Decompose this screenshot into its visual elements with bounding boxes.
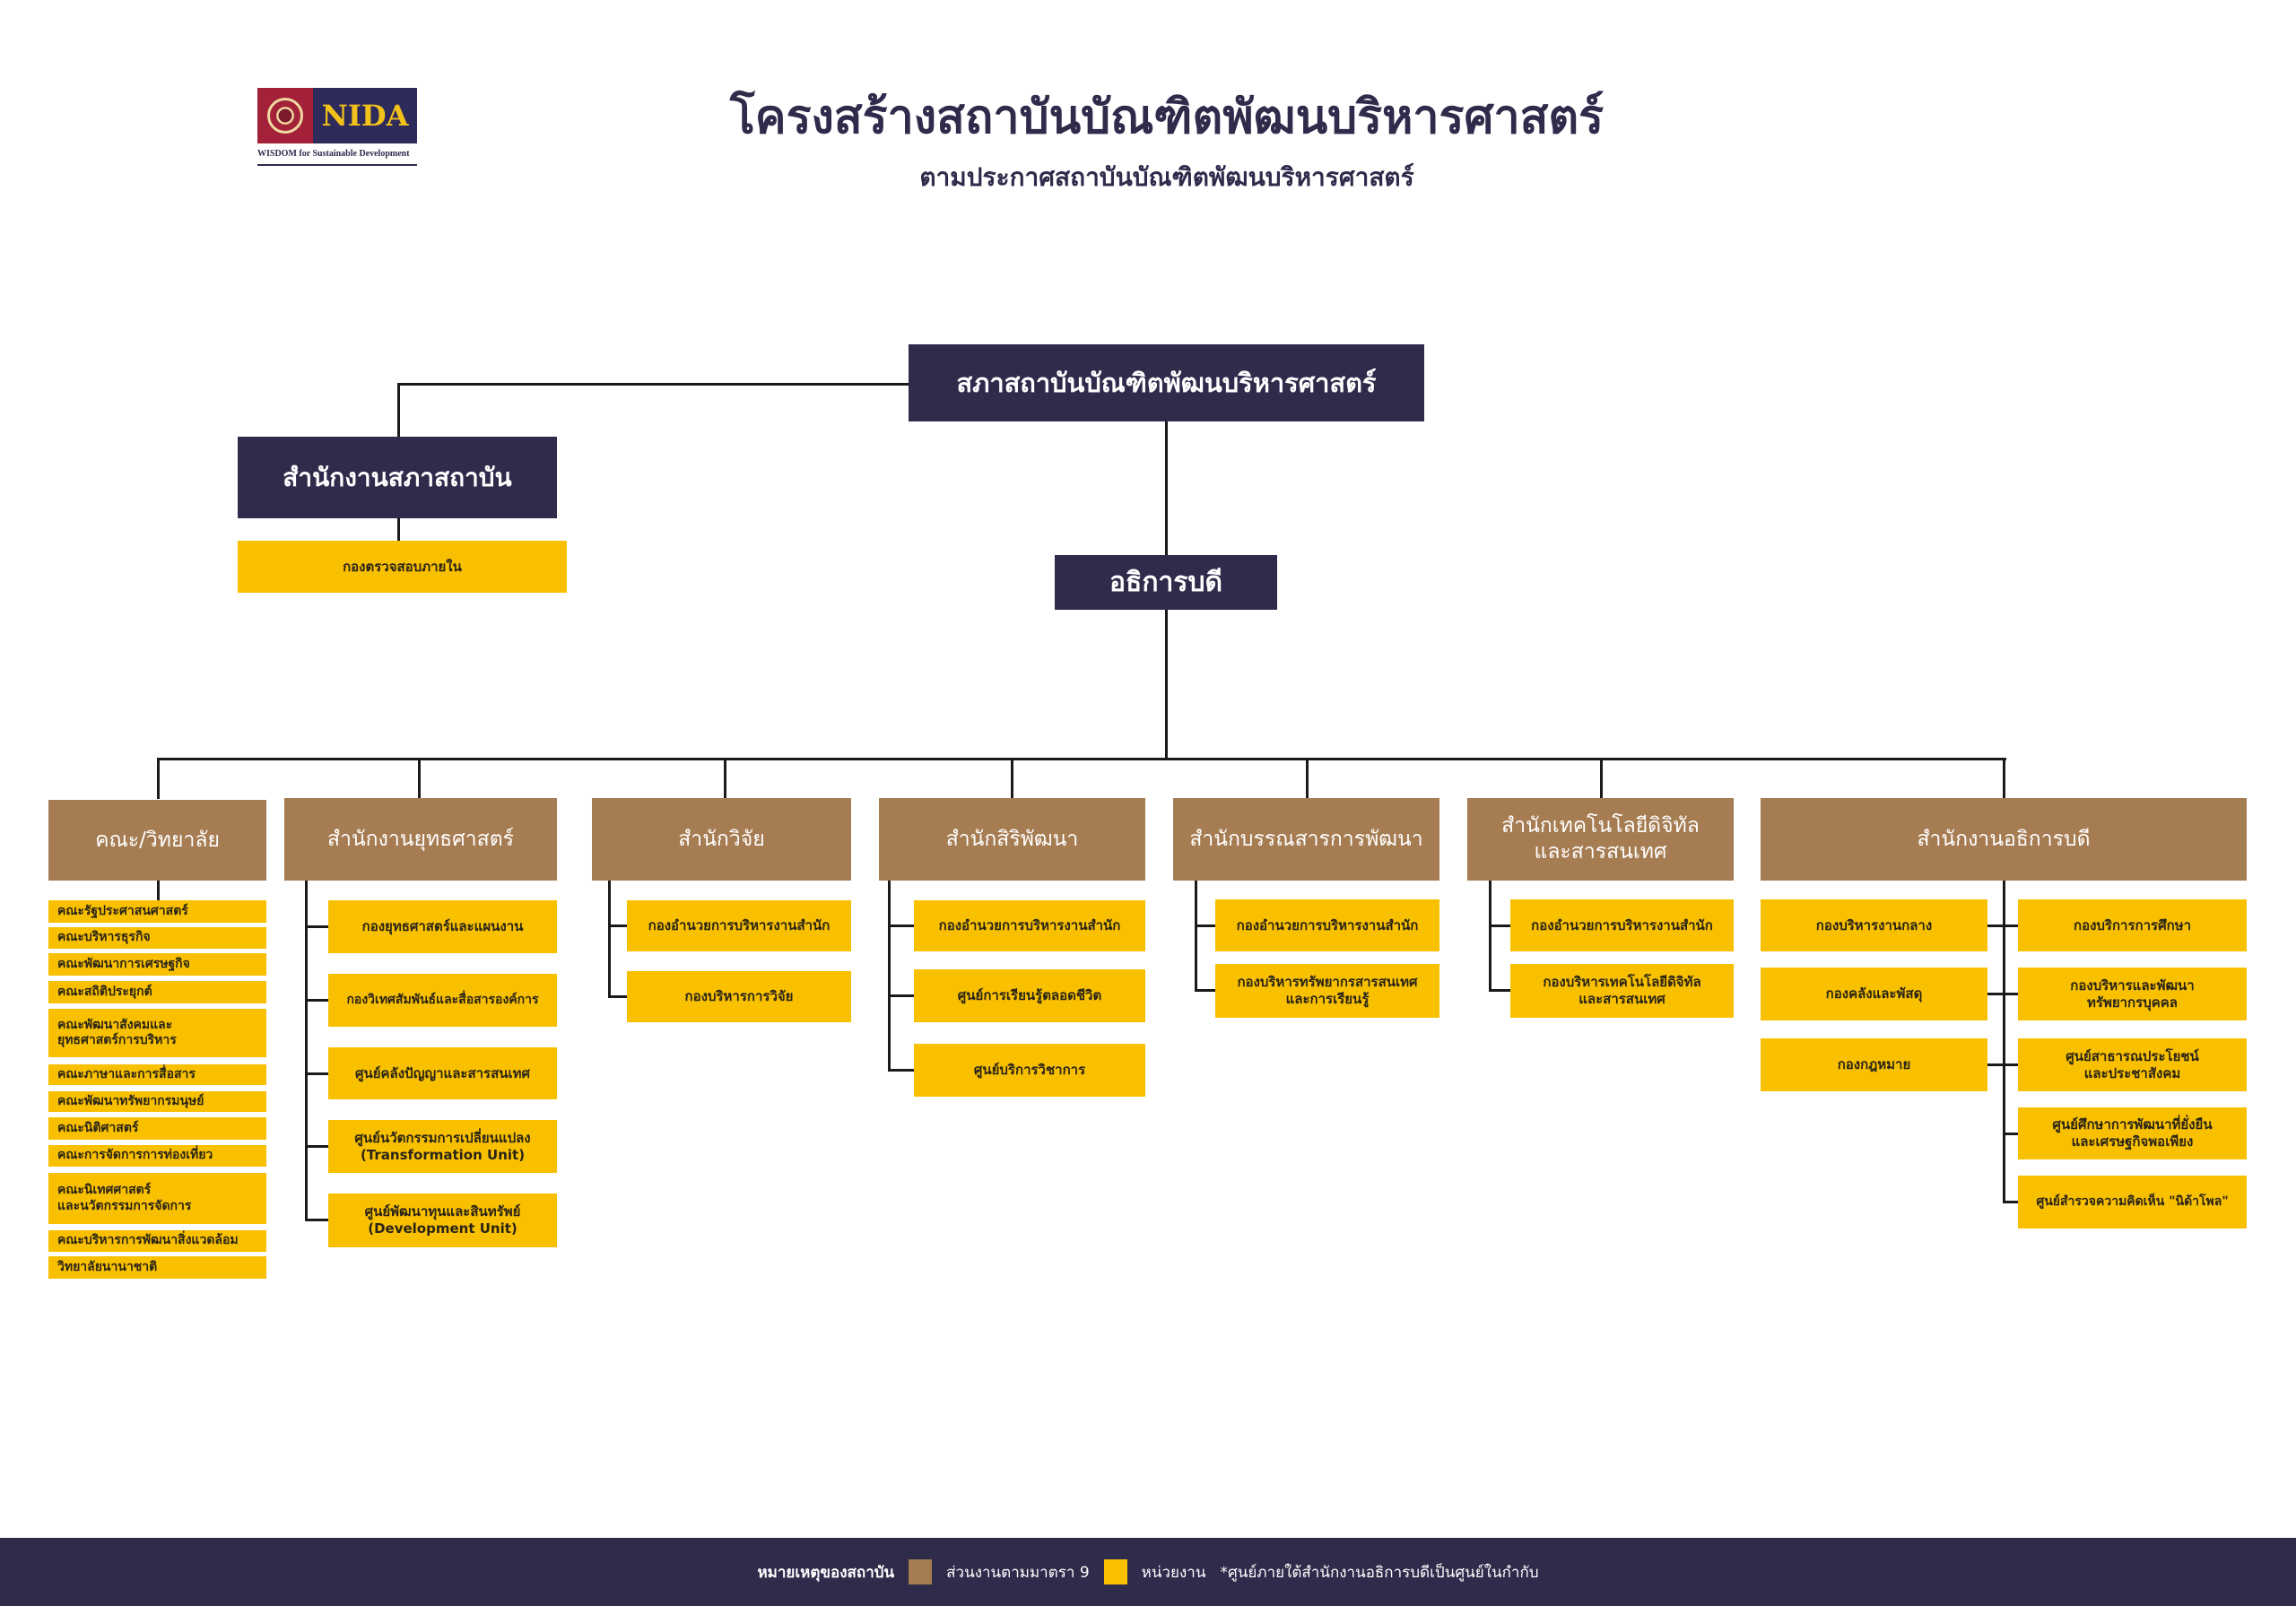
faculty-item[interactable]: คณะภาษาและการสื่อสาร bbox=[48, 1064, 266, 1085]
legend-yellow-swatch bbox=[1103, 1559, 1127, 1584]
president-office-sub-unit[interactable]: กองคลังและพัสดุ bbox=[1761, 968, 1987, 1020]
logo-tagline: WISDOM for Sustainable Development bbox=[257, 149, 417, 166]
faculty-item[interactable]: คณะการจัดการการท่องเที่ยว bbox=[48, 1145, 266, 1167]
faculty-item[interactable]: คณะนิเทศศาสตร์ และนวัตกรรมการจัดการ bbox=[48, 1173, 266, 1224]
faculty-item[interactable]: คณะพัฒนาสังคมและ ยุทธศาสตร์การบริหาร bbox=[48, 1009, 266, 1057]
connector bbox=[305, 1145, 328, 1148]
unit-siripattana-office[interactable]: สำนักสิริพัฒนา bbox=[879, 798, 1145, 881]
connector bbox=[608, 995, 627, 998]
president-box[interactable]: อธิการบดี bbox=[1055, 555, 1277, 610]
president-office-sub-unit[interactable]: ศูนย์ศึกษาการพัฒนาที่ยั่งยืน และเศรษฐกิจ… bbox=[2018, 1107, 2247, 1159]
library-sub-unit[interactable]: กองอำนวยการบริหารงานสำนัก bbox=[1215, 899, 1439, 951]
connector bbox=[608, 881, 611, 998]
legend-title: หมายเหตุของสถาบัน bbox=[757, 1563, 895, 1582]
nida-logo: NIDA WISDOM for Sustainable Development bbox=[257, 88, 417, 170]
faculty-item[interactable]: คณะบริหารธุรกิจ bbox=[48, 927, 266, 949]
strategy-sub-unit[interactable]: กองยุทธศาสตร์และแผนงาน bbox=[328, 900, 557, 953]
connector bbox=[888, 881, 891, 1072]
faculty-item[interactable]: คณะพัฒนาการเศรษฐกิจ bbox=[48, 953, 266, 976]
connector bbox=[608, 925, 627, 927]
internal-audit-box[interactable]: กองตรวจสอบภายใน bbox=[238, 541, 567, 593]
connector bbox=[1489, 989, 1510, 992]
nida-seal-icon bbox=[257, 88, 313, 143]
connector bbox=[1987, 925, 2018, 927]
unit-digital-office[interactable]: สำนักเทคโนโลยีดิจิทัล และสารสนเทศ bbox=[1467, 798, 1734, 881]
connector bbox=[2003, 758, 2005, 799]
connector bbox=[1600, 758, 1603, 799]
research-sub-unit[interactable]: กองอำนวยการบริหารงานสำนัก bbox=[627, 900, 851, 951]
connector bbox=[305, 881, 308, 1221]
connector bbox=[397, 517, 400, 542]
faculty-item[interactable]: คณะนิติศาสตร์ bbox=[48, 1117, 266, 1140]
siripattana-sub-unit[interactable]: ศูนย์บริการวิชาการ bbox=[914, 1044, 1145, 1097]
legend-footer: หมายเหตุของสถาบัน ส่วนงานตามมาตรา 9 หน่ว… bbox=[0, 1538, 2296, 1606]
connector bbox=[1195, 989, 1215, 992]
connector bbox=[2003, 1201, 2018, 1203]
legend-yellow-label: หน่วยงาน bbox=[1141, 1563, 1206, 1582]
strategy-sub-unit[interactable]: ศูนย์คลังปัญญาและสารสนเทศ bbox=[328, 1047, 557, 1099]
page-title: โครงสร้างสถาบันบัณฑิตพัฒนบริหารศาสตร์ bbox=[729, 91, 1605, 144]
unit-research-office[interactable]: สำนักวิจัย bbox=[592, 798, 851, 881]
page-subtitle: ตามประกาศสถาบันบัณฑิตพัฒนบริหารศาสตร์ bbox=[919, 162, 1414, 192]
connector bbox=[888, 925, 914, 927]
connector bbox=[2003, 1133, 2018, 1135]
faculty-item[interactable]: คณะรัฐประศาสนศาสตร์ bbox=[48, 900, 266, 923]
president-office-sub-unit[interactable]: กองบริการการศึกษา bbox=[2018, 899, 2247, 951]
strategy-sub-unit[interactable]: ศูนย์นวัตกรรมการเปลี่ยนแปลง (Transformat… bbox=[328, 1120, 557, 1173]
siripattana-sub-unit[interactable]: ศูนย์การเรียนรู้ตลอดชีวิต bbox=[914, 969, 1145, 1022]
strategy-sub-unit[interactable]: กองวิเทศสัมพันธ์และสื่อสารองค์การ bbox=[328, 974, 557, 1027]
connector bbox=[888, 994, 914, 997]
logo-text: NIDA bbox=[313, 88, 417, 143]
connector bbox=[418, 758, 421, 799]
council-office-box[interactable]: สำนักงานสภาสถาบัน bbox=[238, 437, 557, 518]
connector bbox=[724, 758, 726, 799]
faculty-item[interactable]: คณะสถิติประยุกต์ bbox=[48, 981, 266, 1003]
connector bbox=[1987, 993, 2018, 995]
connector bbox=[1987, 1063, 2018, 1066]
faculty-item[interactable]: คณะบริหารการพัฒนาสิ่งแวดล้อม bbox=[48, 1230, 266, 1252]
library-sub-unit[interactable]: กองบริหารทรัพยากรสารสนเทศ และการเรียนรู้ bbox=[1215, 964, 1439, 1018]
council-box[interactable]: สภาสถาบันบัณฑิตพัฒนบริหารศาสตร์ bbox=[909, 344, 1424, 421]
strategy-sub-unit[interactable]: ศูนย์พัฒนาทุนและสินทรัพย์ (Development U… bbox=[328, 1194, 557, 1247]
unit-library-office[interactable]: สำนักบรรณสารการพัฒนา bbox=[1173, 798, 1439, 881]
legend-brown-swatch bbox=[909, 1559, 933, 1584]
connector bbox=[1306, 758, 1309, 799]
connector bbox=[1165, 610, 1168, 760]
legend-brown-label: ส่วนงานตามมาตรา 9 bbox=[946, 1563, 1090, 1582]
connector bbox=[157, 758, 2006, 760]
unit-strategy-office[interactable]: สำนักงานยุทธศาสตร์ bbox=[284, 798, 557, 881]
connector bbox=[2003, 881, 2005, 1202]
connector bbox=[157, 758, 160, 799]
connector bbox=[305, 925, 328, 928]
connector bbox=[157, 881, 160, 900]
connector bbox=[1165, 421, 1168, 556]
unit-president-office[interactable]: สำนักงานอธิการบดี bbox=[1761, 798, 2247, 881]
connector bbox=[1011, 758, 1013, 799]
legend-note: *ศูนย์ภายใต้สำนักงานอธิการบดีเป็นศูนย์ใน… bbox=[1220, 1563, 1539, 1582]
connector bbox=[305, 1072, 328, 1075]
connector bbox=[397, 383, 400, 438]
president-office-sub-unit[interactable]: ศูนย์สาธารณประโยชน์ และประชาสังคม bbox=[2018, 1038, 2247, 1091]
president-office-sub-unit[interactable]: กองบริหารงานกลาง bbox=[1761, 899, 1987, 951]
research-sub-unit[interactable]: กองบริหารการวิจัย bbox=[627, 971, 851, 1022]
president-office-sub-unit[interactable]: กองกฎหมาย bbox=[1761, 1038, 1987, 1091]
connector bbox=[1195, 925, 1215, 927]
digital-sub-unit[interactable]: กองบริหารเทคโนโลยีดิจิทัล และสารสนเทศ bbox=[1510, 964, 1734, 1018]
president-office-sub-unit[interactable]: ศูนย์สำรวจความคิดเห็น "นิด้าโพล" bbox=[2018, 1176, 2247, 1228]
digital-sub-unit[interactable]: กองอำนวยการบริหารงานสำนัก bbox=[1510, 899, 1734, 951]
president-office-sub-unit[interactable]: กองบริหารและพัฒนา ทรัพยากรบุคคล bbox=[2018, 968, 2247, 1020]
connector bbox=[888, 1069, 914, 1072]
connector bbox=[1489, 925, 1510, 927]
connector bbox=[398, 383, 909, 386]
siripattana-sub-unit[interactable]: กองอำนวยการบริหารงานสำนัก bbox=[914, 900, 1145, 951]
faculty-item[interactable]: วิทยาลัยนานาชาติ bbox=[48, 1256, 266, 1279]
connector bbox=[305, 999, 328, 1002]
faculty-item[interactable]: คณะพัฒนาทรัพยากรมนุษย์ bbox=[48, 1091, 266, 1112]
unit-faculties[interactable]: คณะ/วิทยาลัย bbox=[48, 800, 266, 881]
connector bbox=[305, 1219, 328, 1221]
connector bbox=[1195, 881, 1197, 992]
connector bbox=[1489, 881, 1492, 992]
